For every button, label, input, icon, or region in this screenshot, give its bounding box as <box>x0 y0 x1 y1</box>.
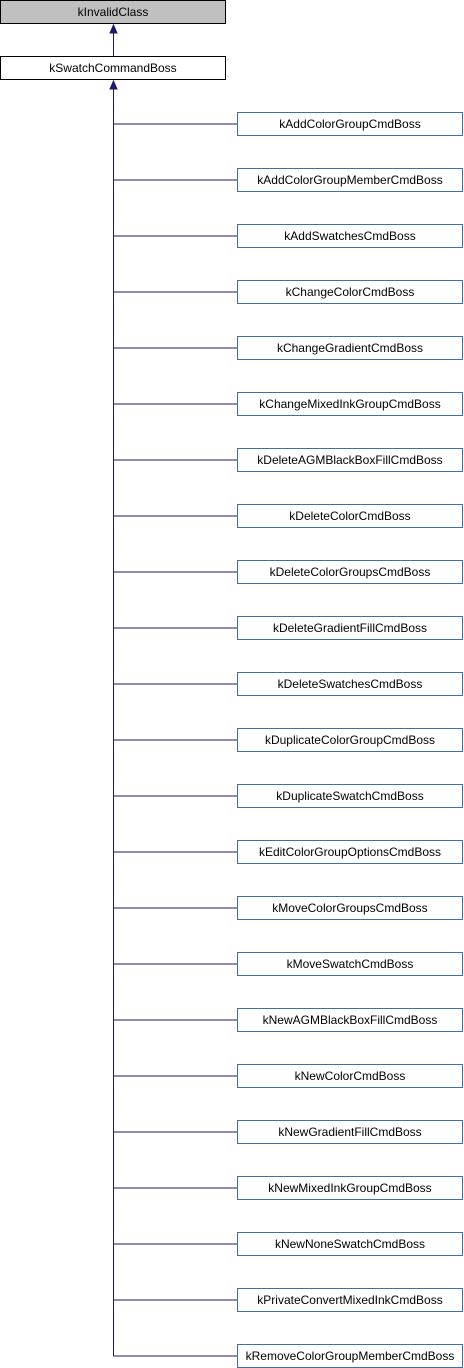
child-node-label: kEditColorGroupOptionsCmdBoss <box>259 845 441 859</box>
child-node-box <box>237 1120 463 1144</box>
child-node[interactable]: kDeleteColorCmdBoss <box>237 504 463 528</box>
child-node-label: kNewGradientFillCmdBoss <box>278 1125 421 1139</box>
child-node-box <box>237 168 463 192</box>
child-node-label: kPrivateConvertMixedInkCmdBoss <box>257 1293 442 1307</box>
child-node-box <box>237 1288 463 1312</box>
child-node[interactable]: kAddSwatchesCmdBoss <box>237 224 463 248</box>
arrowhead-base <box>109 79 118 90</box>
child-node[interactable]: kAddColorGroupMemberCmdBoss <box>237 168 463 192</box>
child-node-label: kAddSwatchesCmdBoss <box>284 229 415 243</box>
child-node[interactable]: kDuplicateColorGroupCmdBoss <box>237 728 463 752</box>
child-node-label: kNewAGMBlackBoxFillCmdBoss <box>263 1013 438 1027</box>
child-node-label: kAddColorGroupCmdBoss <box>279 117 420 131</box>
child-node-box <box>237 1064 463 1088</box>
child-node-label: kDuplicateColorGroupCmdBoss <box>265 733 435 747</box>
child-node[interactable]: kDeleteSwatchesCmdBoss <box>237 672 463 696</box>
child-node[interactable]: kNewMixedInkGroupCmdBoss <box>237 1176 463 1200</box>
child-node-label: kChangeGradientCmdBoss <box>277 341 423 355</box>
child-nodes: kAddColorGroupCmdBoss kAddColorGroupMembe… <box>237 112 463 1368</box>
child-node-label: kRemoveColorGroupMemberCmdBoss <box>246 1349 455 1363</box>
child-node-box <box>237 784 463 808</box>
child-node-label: kChangeColorCmdBoss <box>286 285 415 299</box>
child-node-box <box>237 616 463 640</box>
child-node[interactable]: kNewGradientFillCmdBoss <box>237 1120 463 1144</box>
base-node-label: kSwatchCommandBoss <box>49 61 176 75</box>
child-node-box <box>237 224 463 248</box>
child-node-box <box>237 896 463 920</box>
edges-layer <box>109 23 237 1357</box>
child-node-label: kDeleteColorCmdBoss <box>289 509 410 523</box>
child-node-label: kDeleteColorGroupsCmdBoss <box>270 565 431 579</box>
child-node-box <box>237 112 463 136</box>
child-node-box <box>237 504 463 528</box>
child-node[interactable]: kNewNoneSwatchCmdBoss <box>237 1232 463 1256</box>
child-node-box <box>237 448 463 472</box>
root-node[interactable]: kInvalidClass <box>0 0 226 24</box>
child-node-box <box>237 1176 463 1200</box>
child-node-box <box>237 728 463 752</box>
child-node[interactable]: kPrivateConvertMixedInkCmdBoss <box>237 1288 463 1312</box>
child-node-box <box>237 336 463 360</box>
child-node-box <box>237 560 463 584</box>
child-node[interactable]: kNewColorCmdBoss <box>237 1064 463 1088</box>
child-node-label: kDeleteSwatchesCmdBoss <box>278 677 423 691</box>
root-node-label: kInvalidClass <box>78 5 149 19</box>
child-node-box <box>237 1232 463 1256</box>
child-node-box <box>237 392 463 416</box>
child-node-label: kMoveColorGroupsCmdBoss <box>272 901 427 915</box>
child-node[interactable]: kNewAGMBlackBoxFillCmdBoss <box>237 1008 463 1032</box>
child-node[interactable]: kMoveSwatchCmdBoss <box>237 952 463 976</box>
child-node[interactable]: kChangeGradientCmdBoss <box>237 336 463 360</box>
child-node-label: kNewColorCmdBoss <box>295 1069 406 1083</box>
child-node[interactable]: kChangeMixedInkGroupCmdBoss <box>237 392 463 416</box>
child-node[interactable]: kDeleteGradientFillCmdBoss <box>237 616 463 640</box>
child-node-box <box>237 280 463 304</box>
child-node[interactable]: kDeleteAGMBlackBoxFillCmdBoss <box>237 448 463 472</box>
child-node[interactable]: kAddColorGroupCmdBoss <box>237 112 463 136</box>
base-node[interactable]: kSwatchCommandBoss <box>0 56 226 80</box>
child-node-box <box>237 1008 463 1032</box>
child-node[interactable]: kRemoveColorGroupMemberCmdBoss <box>237 1344 463 1368</box>
child-node-label: kDeleteAGMBlackBoxFillCmdBoss <box>257 453 442 467</box>
base-node-box <box>0 56 226 80</box>
child-node-label: kDeleteGradientFillCmdBoss <box>273 621 427 635</box>
child-node-box <box>237 672 463 696</box>
child-node-label: kMoveSwatchCmdBoss <box>287 957 414 971</box>
arrowhead-root <box>109 23 118 34</box>
child-node-label: kChangeMixedInkGroupCmdBoss <box>259 397 440 411</box>
child-node-label: kAddColorGroupMemberCmdBoss <box>257 173 442 187</box>
child-node-label: kNewMixedInkGroupCmdBoss <box>268 1181 431 1195</box>
child-node[interactable]: kMoveColorGroupsCmdBoss <box>237 896 463 920</box>
child-node[interactable]: kDeleteColorGroupsCmdBoss <box>237 560 463 584</box>
child-node-box <box>237 952 463 976</box>
child-node-label: kDuplicateSwatchCmdBoss <box>276 789 423 803</box>
child-node[interactable]: kChangeColorCmdBoss <box>237 280 463 304</box>
child-node-box <box>237 840 463 864</box>
child-node[interactable]: kDuplicateSwatchCmdBoss <box>237 784 463 808</box>
child-node[interactable]: kEditColorGroupOptionsCmdBoss <box>237 840 463 864</box>
root-node-box <box>0 0 226 24</box>
child-node-label: kNewNoneSwatchCmdBoss <box>275 1237 425 1251</box>
